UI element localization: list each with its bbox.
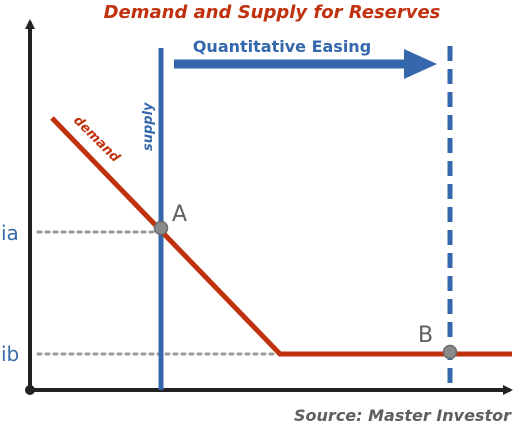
- qe-arrow-label: Quantitative Easing: [193, 37, 371, 56]
- demand-label: demand: [70, 113, 123, 166]
- diagram-title: Demand and Supply for Reserves: [104, 2, 441, 23]
- qe-arrow-head: [404, 49, 437, 79]
- point-label-b: B: [418, 323, 433, 348]
- y-label-ib: ib: [1, 342, 19, 366]
- equilibrium-point-b: [442, 344, 458, 360]
- y-label-ia: ia: [1, 221, 19, 245]
- equilibrium-point-a: [153, 220, 169, 236]
- supply-label: supply: [141, 102, 156, 151]
- demand-curve: [50, 116, 512, 357]
- origin-dot: [25, 385, 35, 395]
- source-caption: Source: Master Investor: [294, 406, 512, 425]
- point-label-a: A: [172, 202, 187, 227]
